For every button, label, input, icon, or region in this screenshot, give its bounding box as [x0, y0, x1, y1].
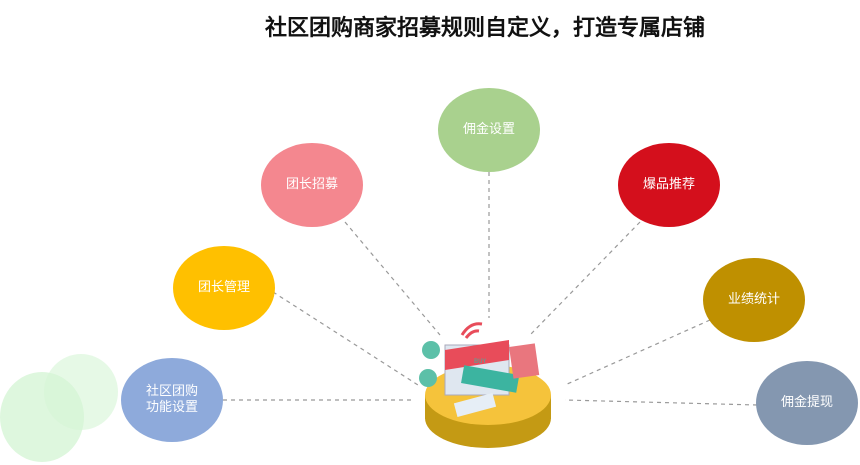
shop-illustration [419, 322, 551, 448]
node-function-settings[interactable]: 社区团购功能设置 [121, 358, 223, 442]
node-leader-recruit[interactable]: 团长招募 [261, 143, 363, 227]
buy-sign: BUY [474, 358, 487, 365]
node-label: 佣金设置 [462, 122, 515, 137]
node-label: 团长招募 [285, 177, 338, 192]
node-label: 社区团购功能设置 [145, 384, 198, 415]
page-title: 社区团购商家招募规则自定义，打造专属店铺 [264, 16, 705, 41]
node-label: 业绩统计 [727, 292, 780, 307]
node-commission-withdraw[interactable]: 佣金提现 [756, 361, 858, 445]
node-leader-manage[interactable]: 团长管理 [173, 246, 275, 330]
node-hot-products[interactable]: 爆品推荐 [618, 143, 720, 227]
node-commission-settings[interactable]: 佣金设置 [438, 88, 540, 172]
node-label: 佣金提现 [780, 395, 833, 410]
node-label: 团长管理 [197, 280, 250, 295]
node-label: 爆品推荐 [642, 177, 695, 192]
decorative-circle [44, 354, 118, 430]
node-performance-stats[interactable]: 业绩统计 [703, 258, 805, 342]
